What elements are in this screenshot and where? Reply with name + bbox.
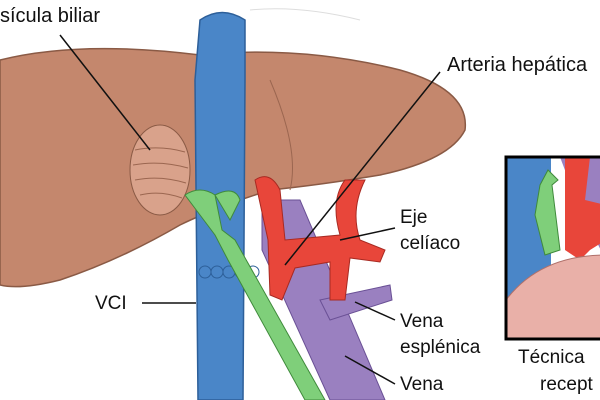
leader-lines [59,34,441,385]
label-hepatic-artery: Arteria hepática [447,54,588,76]
inferior-vena-cava [194,11,246,400]
gallbladder-texture [132,147,189,199]
cystic-duct [214,190,241,222]
inset-receptor-technique [504,155,600,341]
background-stroke [249,8,361,21]
label-portal-vein: Vena [400,374,444,395]
label-splenic-vein-line1: Vena [400,311,444,332]
liver-lobe-line [269,79,293,191]
inset-caption-line1: Técnica [518,347,585,368]
label-gallbladder: sícula biliar [0,5,101,27]
label-celiac-axis-line2: celíaco [400,233,461,254]
hepatic-artery [254,176,386,301]
label-splenic-vein-line2: esplénica [400,337,481,358]
label-celiac-axis-line1: Eje [400,207,428,228]
inset-caption-line2: recept [540,374,593,395]
label-ivc: VCI [95,293,127,314]
gallbladder [129,124,191,216]
